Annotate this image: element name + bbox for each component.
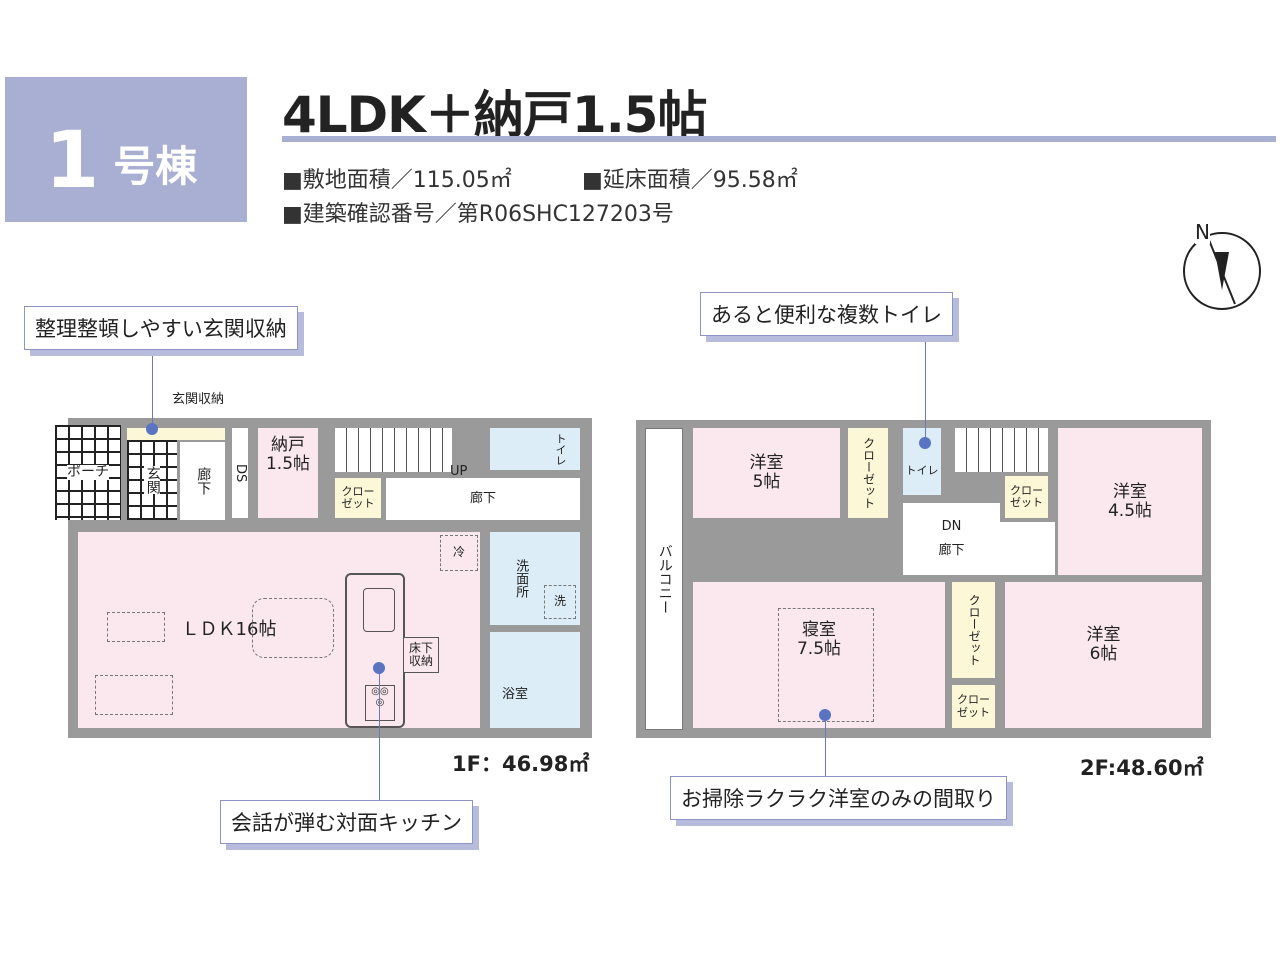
dn-label: DN	[941, 518, 962, 534]
leader-line	[152, 355, 153, 427]
title-underline	[282, 136, 1276, 142]
porch: ポーチ	[55, 425, 121, 520]
toilet: トイレ	[490, 428, 580, 470]
western-room-6: 洋室 6帖	[1005, 582, 1202, 728]
compass-icon: N	[1183, 220, 1261, 310]
building-number: 1	[45, 116, 100, 206]
entrance: 玄関	[127, 440, 177, 520]
storeroom: 納戸 1.5帖	[258, 428, 318, 518]
closet-a[interactable]: クローゼット	[848, 428, 888, 518]
leader-line	[825, 715, 826, 777]
site-area: ■敷地面積／115.05㎡	[282, 168, 512, 193]
kitchen-counter	[345, 573, 405, 728]
floor-area: ■延床面積／95.58㎡	[582, 168, 798, 193]
balcony: バルコニー	[645, 428, 683, 730]
up-label: UP	[450, 464, 468, 479]
washroom: 洗面所	[490, 532, 580, 625]
marker-dot	[919, 437, 931, 449]
callout-kitchen: 会話が弾む対面キッチン	[220, 800, 473, 844]
ldk: ＬＤＫ16帖	[78, 532, 480, 728]
bathroom: 浴室	[490, 632, 580, 728]
callout-entrance-storage: 整理整頓しやすい玄関収納	[24, 306, 298, 350]
marker-dot	[373, 662, 385, 674]
confirmation-number: ■建築確認番号／第R06SHC127203号	[282, 202, 674, 227]
stove-icon: ◎◎◎	[365, 685, 395, 721]
marker-dot	[146, 423, 158, 435]
building-badge: 1 号棟	[5, 77, 247, 222]
fridge: 冷	[440, 535, 478, 571]
washer: 洗	[544, 585, 576, 619]
bedroom: 寝室 7.5帖	[693, 582, 945, 728]
closet-b[interactable]: クロー ゼット	[1005, 476, 1048, 518]
western-room-4-5: 洋室 4.5帖	[1058, 428, 1202, 575]
stairs-2f[interactable]	[955, 428, 1048, 472]
hall-2f-extension	[1000, 522, 1055, 575]
dining-table	[252, 598, 334, 658]
callout-rooms: お掃除ラクラク洋室のみの間取り	[670, 776, 1007, 820]
compass-north-label: N	[1195, 220, 1210, 244]
stairs[interactable]	[335, 428, 452, 472]
leader-line	[379, 668, 380, 802]
hall: 廊下	[386, 478, 580, 520]
hall-small: 廊下	[180, 442, 225, 520]
layout-title: 4LDK＋納戸1.5帖	[282, 86, 707, 144]
building-suffix: 号棟	[113, 142, 198, 191]
bed	[778, 608, 874, 722]
callout-toilets: あると便利な複数トイレ	[700, 292, 953, 336]
hall-2f: DN 廊下	[903, 503, 1000, 575]
entrance-storage-label: 玄関収納	[172, 392, 225, 407]
closet[interactable]: クロー ゼット	[335, 478, 381, 518]
duct-space: DS	[232, 428, 248, 518]
entrance-storage	[127, 428, 225, 440]
coffee-table	[107, 612, 165, 642]
floor1-area: 1F：46.98㎡	[452, 752, 590, 776]
closet-d[interactable]: クロー ゼット	[952, 685, 995, 728]
sofa	[95, 675, 173, 715]
marker-dot	[819, 709, 831, 721]
western-room-5: 洋室 5帖	[693, 428, 840, 518]
underfloor-storage: 床下 収納	[403, 637, 439, 673]
sink-icon	[363, 588, 395, 632]
leader-line	[925, 338, 926, 438]
closet-c[interactable]: クローゼット	[952, 582, 995, 678]
floor2-area: 2F:48.60㎡	[1080, 756, 1204, 780]
hall-label: 廊下	[938, 543, 965, 558]
